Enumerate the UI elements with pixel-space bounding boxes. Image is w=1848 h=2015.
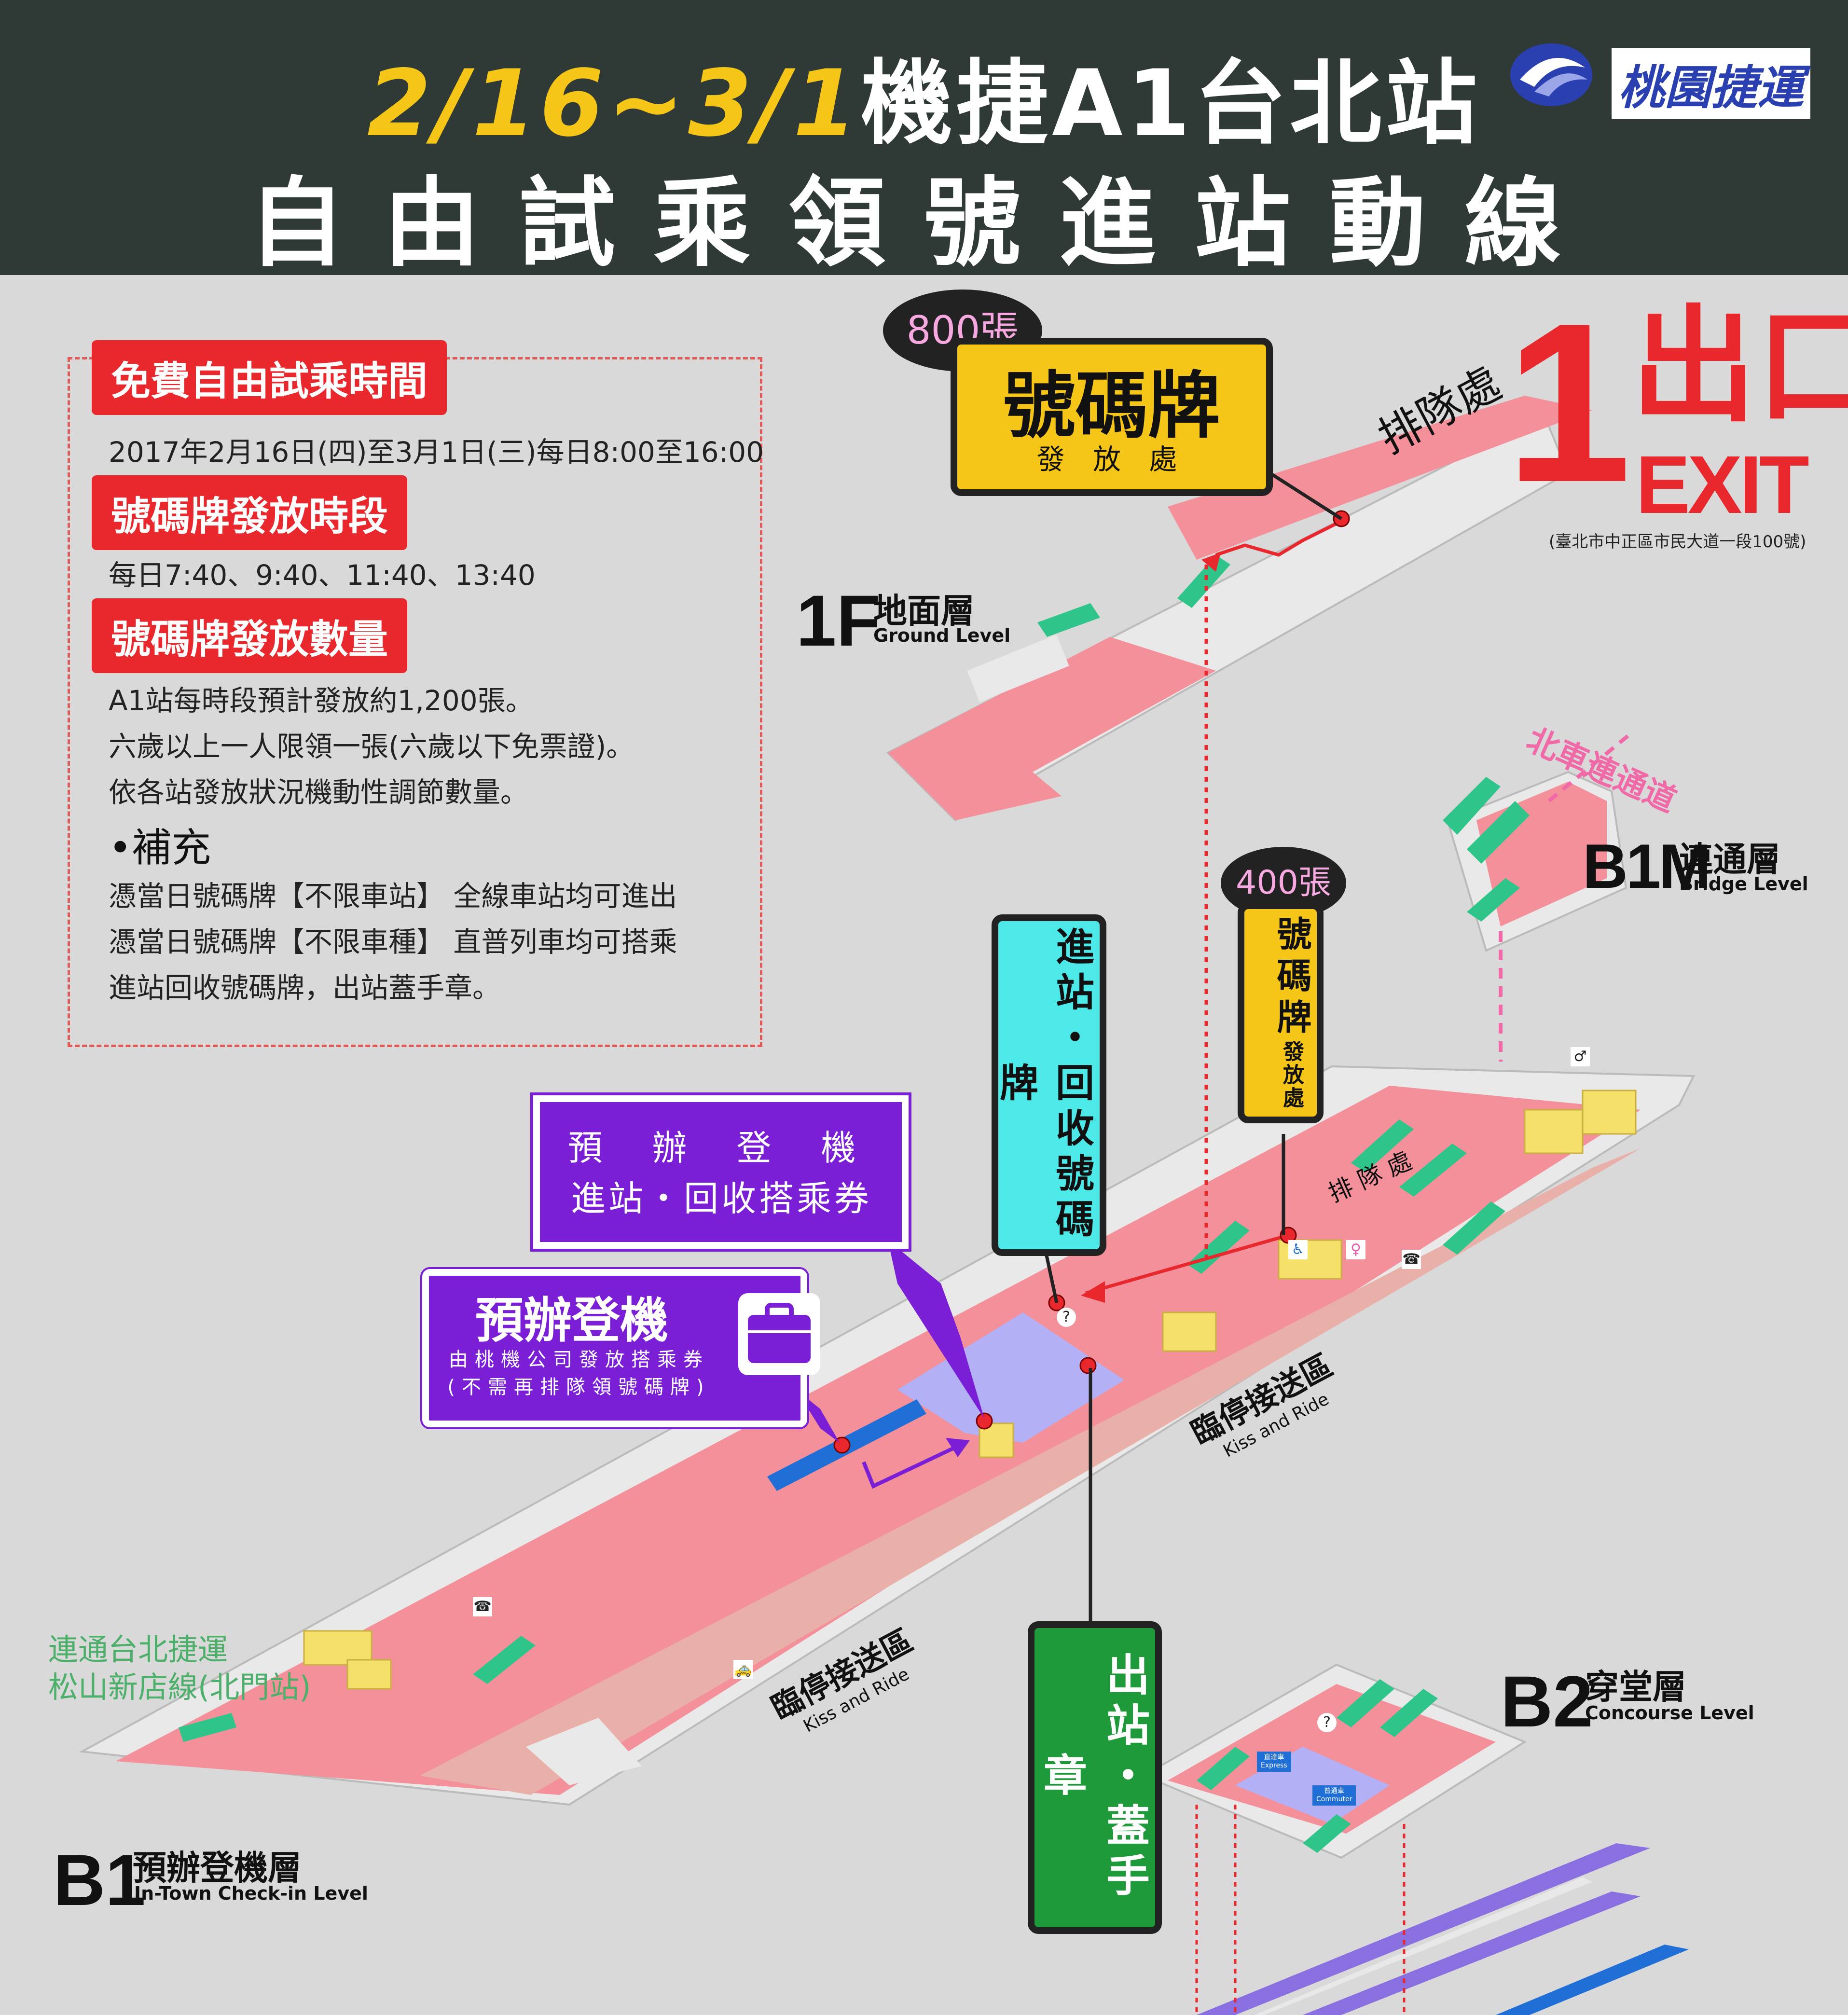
route-b1-queue [1085, 1233, 1289, 1295]
info-line-time: 2017年2月16日(四)至3月1日(三)每日8:00至16:00 [109, 436, 764, 469]
ticket-b1-box: 號碼牌發放處 [1238, 902, 1324, 1123]
checkin-callout-sub: 進站・回收搭乘券 [570, 1178, 872, 1219]
level-b2-zh: 穿堂層 [1585, 1667, 1686, 1707]
page-subtitle: 自由試乘領號進站動線 [248, 167, 1600, 280]
level-1f-zh: 地面層 [873, 591, 975, 631]
checkin-callout [530, 1092, 911, 1252]
info-line-slots: 每日7:40、9:40、11:40、13:40 [109, 559, 536, 592]
section-heading-time: 免費自由試乘時間 [92, 340, 447, 415]
exit-label-en: EXIT [1636, 439, 1809, 531]
wheelchair-icon: ♿ [1288, 1240, 1308, 1259]
info-line-quantity-2: 六歲以上一人限領一張(六歲以下免票證)。 [109, 730, 634, 763]
commuter-label-en: Commuter [1316, 1795, 1352, 1803]
ticket-1f-box [951, 338, 1273, 496]
level-b1-zh: 預辦登機層 [133, 1848, 302, 1888]
express-label: 直達車 [1264, 1753, 1284, 1761]
checkin-box-line2: (不需再排隊領號碼牌) [447, 1376, 711, 1398]
exit-number: 1 [1505, 276, 1632, 529]
supplement-title: •補充 [109, 825, 211, 871]
title-station: 機捷A1台北站 [860, 50, 1481, 157]
level-1f-en: Ground Level [873, 625, 1011, 646]
page-title: 2/16~3/1機捷A1台北站 [0, 29, 1848, 162]
level-b1-code: B1 [53, 1839, 146, 1920]
info-counter-icon: ? [1057, 1308, 1076, 1327]
level-b1m-en: Bridge Level [1679, 873, 1808, 895]
info-line-quantity-1: A1站每時段預計發放約1,200張。 [109, 684, 534, 717]
level-1f-code: 1F [796, 580, 881, 661]
supplement-line-2: 憑當日號碼牌【不限車種】 直普列車均可搭乘 [109, 925, 677, 958]
checkin-callout-title: 預 辦 登 機 [567, 1128, 875, 1168]
section-heading-slots: 號碼牌發放時段 [92, 475, 408, 550]
taxi-icon: 🚕 [733, 1660, 753, 1679]
train-tracks [1197, 1843, 1689, 2015]
exit-stamp-callout: 出站・蓋手章 [1028, 1621, 1162, 1934]
express-label-en: Express [1261, 1761, 1287, 1769]
title-date: 2/16~3/1 [367, 50, 861, 157]
exit-address: (臺北市中正區市民大道一段100號) [1549, 532, 1807, 552]
floor-b1-pink [116, 1086, 1641, 1795]
logo-text: 桃園捷運 [1612, 48, 1810, 119]
supplement-line-3: 進站回收號碼牌，出站蓋手章。 [109, 971, 501, 1004]
info-line-quantity-3: 依各站發放狀況機動性調節數量。 [109, 776, 529, 809]
ticket-1f-sub: 發 放 處 [1036, 443, 1187, 476]
escalator-1f-group [1037, 555, 1230, 637]
level-b2-code: B2 [1501, 1661, 1593, 1742]
ticket-1f-title: 號碼牌 [1003, 364, 1220, 448]
mrt-link-label: 連通台北捷運 松山新店線(北門站) [48, 1632, 311, 1705]
level-b2-en: Concourse Level [1585, 1702, 1754, 1724]
section-heading-quantity: 號碼牌發放數量 [92, 598, 408, 673]
commuter-tag: 普通車 Commuter [1312, 1785, 1356, 1806]
floor-1f-pink-east [1168, 396, 1592, 560]
level-b1m-zh: 連通層 [1679, 840, 1780, 879]
phone-icon-2: ☎ [473, 1597, 492, 1616]
metro-logo-icon [1510, 43, 1592, 106]
commuter-label: 普通車 [1324, 1787, 1345, 1795]
supplement-line-1: 憑當日號碼牌【不限車站】 全線車站均可進出 [109, 880, 677, 912]
ticket-b1-sub: 發放處 [1279, 1040, 1304, 1110]
ticket-b1-title: 號碼牌 [1271, 916, 1311, 1040]
checkin-box-line1: 由桃機公司發放搭乘券 [449, 1349, 709, 1371]
route-checkin [862, 1441, 966, 1489]
floor-1f-pink-west [888, 637, 1216, 820]
level-b1m-code: B1M [1583, 831, 1711, 901]
checkin-zone [897, 1312, 1124, 1443]
express-tag: 直達車 Express [1257, 1752, 1291, 1772]
restroom-male-icon: ♂ [1571, 1047, 1590, 1066]
info-counter-b2-icon: ? [1317, 1713, 1337, 1732]
phone-icon: ☎ [1402, 1250, 1421, 1269]
restroom-icon: ♀ [1346, 1240, 1365, 1259]
exit-label-zh: 出口 [1631, 294, 1848, 440]
checkin-box-title: 預辦登機 [475, 1292, 668, 1349]
entry-callout: 進站・回收號碼牌 [992, 914, 1106, 1256]
luggage-icon [738, 1293, 820, 1375]
route-1f [1215, 519, 1342, 557]
level-b1-en: In-Town Check-in Level [134, 1883, 368, 1904]
